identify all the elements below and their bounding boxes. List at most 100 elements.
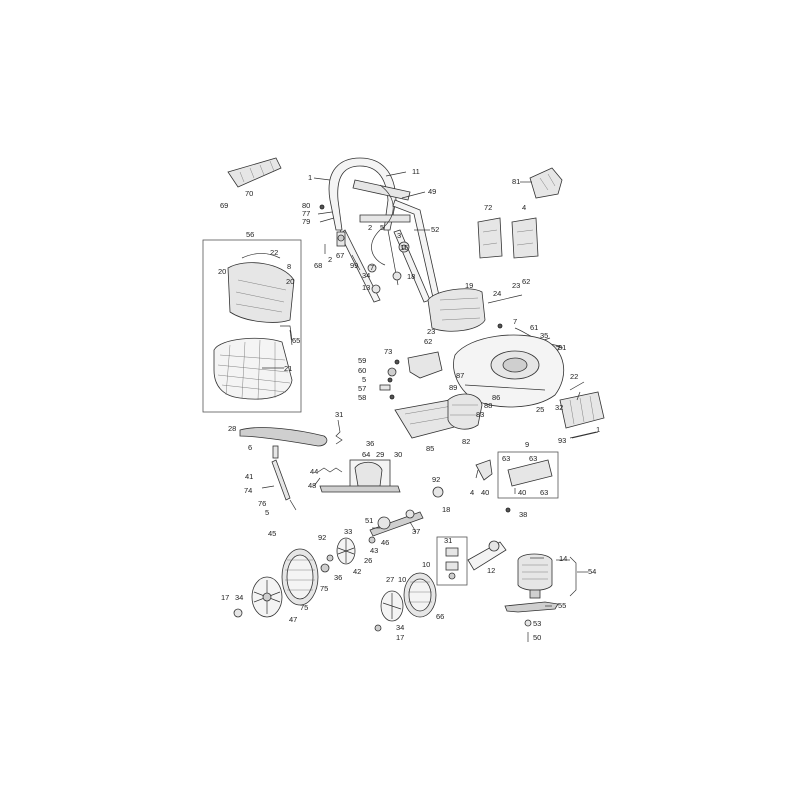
callout-label: 17 — [221, 593, 229, 602]
bolt-93 — [569, 431, 597, 439]
callout-label: 67 — [336, 251, 344, 260]
callout-label: 9 — [525, 440, 529, 449]
callout-label: 45 — [268, 529, 276, 538]
wheel-cap-part — [251, 576, 283, 618]
rear-wheel-part — [281, 548, 319, 606]
mower-deck-part — [453, 334, 564, 408]
callout-label: 77 — [302, 209, 310, 218]
callout-label: 68 — [314, 261, 322, 270]
front-axle-part — [445, 540, 507, 580]
callout-label: 19 — [465, 281, 473, 290]
callout-label: 46 — [381, 538, 389, 547]
callout-label: 70 — [245, 189, 253, 198]
upper-handle-part — [328, 157, 411, 291]
callout-label: 40 — [518, 488, 526, 497]
callout-label: 18 — [407, 272, 415, 281]
callout-label: 20 — [286, 277, 294, 286]
callout-label: 13 — [362, 283, 370, 292]
callout-label: 85 — [426, 444, 434, 453]
callout-label: 82 — [462, 437, 470, 446]
callout-label: 3 — [397, 231, 401, 240]
callout-label: 55 — [558, 601, 566, 610]
callout-label: 12 — [487, 566, 495, 575]
callout-label: 25 — [536, 405, 544, 414]
callout-label: 35 — [540, 331, 548, 340]
callout-label: 22 — [270, 248, 278, 257]
motor-bracket — [569, 556, 577, 597]
handle-grip-part — [227, 157, 282, 188]
motor-part — [517, 553, 553, 599]
callout-label: 30 — [394, 450, 402, 459]
height-adjust-part — [379, 351, 443, 400]
callout-label: 75 — [320, 584, 328, 593]
callout-label: 79 — [302, 217, 310, 226]
callout-label: 60 — [358, 366, 366, 375]
callout-label: 61 — [530, 323, 538, 332]
callout-label: 92 — [432, 475, 440, 484]
rear-axle-part — [369, 486, 444, 537]
callout-label: 37 — [412, 527, 420, 536]
callout-label: 47 — [289, 615, 297, 624]
callout-label: 8 — [287, 262, 291, 271]
callout-label: 52 — [431, 225, 439, 234]
callout-label: 33 — [344, 527, 352, 536]
clip-part — [324, 231, 346, 254]
cable-part — [371, 184, 394, 266]
small-wheel-part — [326, 536, 376, 565]
callout-label: 4 — [470, 488, 474, 497]
callout-label: 63 — [529, 454, 537, 463]
callout-label: 72 — [484, 203, 492, 212]
bracket-box — [497, 451, 559, 499]
callout-label: 66 — [436, 612, 444, 621]
callout-label: 69 — [220, 201, 228, 210]
callout-label: 64 — [362, 450, 370, 459]
leader-lines — [262, 171, 588, 607]
callout-label: 59 — [358, 356, 366, 365]
callout-label: 62 — [522, 277, 530, 286]
callout-label: 17 — [396, 633, 404, 642]
side-discharge-part — [559, 381, 605, 439]
callout-label: 15 — [400, 243, 408, 252]
callout-label: 14 — [559, 554, 567, 563]
bracket-part — [475, 459, 553, 513]
front-axle-box — [436, 536, 468, 586]
callout-label: 58 — [358, 393, 366, 402]
callout-label: 44 — [310, 467, 318, 476]
callout-label: 62 — [424, 337, 432, 346]
callout-label: 34 — [396, 623, 404, 632]
callout-label: 1 — [596, 425, 600, 434]
callout-label: 36 — [366, 439, 374, 448]
callout-label: 36 — [334, 573, 342, 582]
mulch-plug-part — [529, 167, 563, 199]
callout-label: 50 — [533, 633, 541, 642]
callout-label: 28 — [228, 424, 236, 433]
callout-label: 41 — [245, 472, 253, 481]
knob-part — [351, 241, 410, 294]
callout-label: 23 — [512, 281, 520, 290]
grass-catcher-box — [202, 239, 302, 413]
callout-label: 99 — [350, 261, 358, 270]
callout-label: 18 — [442, 505, 450, 514]
motor-cover-part — [427, 288, 523, 332]
callout-label: 54 — [588, 567, 596, 576]
callout-label: 34 — [235, 593, 243, 602]
callout-label: 65 — [292, 336, 300, 345]
callout-label: 7 — [370, 263, 374, 272]
callout-label: 83 — [476, 410, 484, 419]
callout-label: 57 — [358, 384, 366, 393]
callout-label: 48 — [308, 481, 316, 490]
callout-label: 5 — [265, 508, 269, 517]
lower-handle-part — [339, 199, 441, 303]
callout-label: 10 — [422, 560, 430, 569]
callout-label: 89 — [449, 383, 457, 392]
callout-label: 73 — [384, 347, 392, 356]
callout-label: 2 — [368, 223, 372, 232]
callout-label: 81 — [512, 177, 520, 186]
callout-labels: 70 69 1 11 81 49 80 77 79 2 5 3 52 72 4 … — [218, 167, 600, 642]
callout-label: 56 — [246, 230, 254, 239]
callout-label: 4 — [522, 203, 526, 212]
callout-label: 26 — [364, 556, 372, 565]
callout-label: 63 — [540, 488, 548, 497]
callout-label: 86 — [492, 393, 500, 402]
